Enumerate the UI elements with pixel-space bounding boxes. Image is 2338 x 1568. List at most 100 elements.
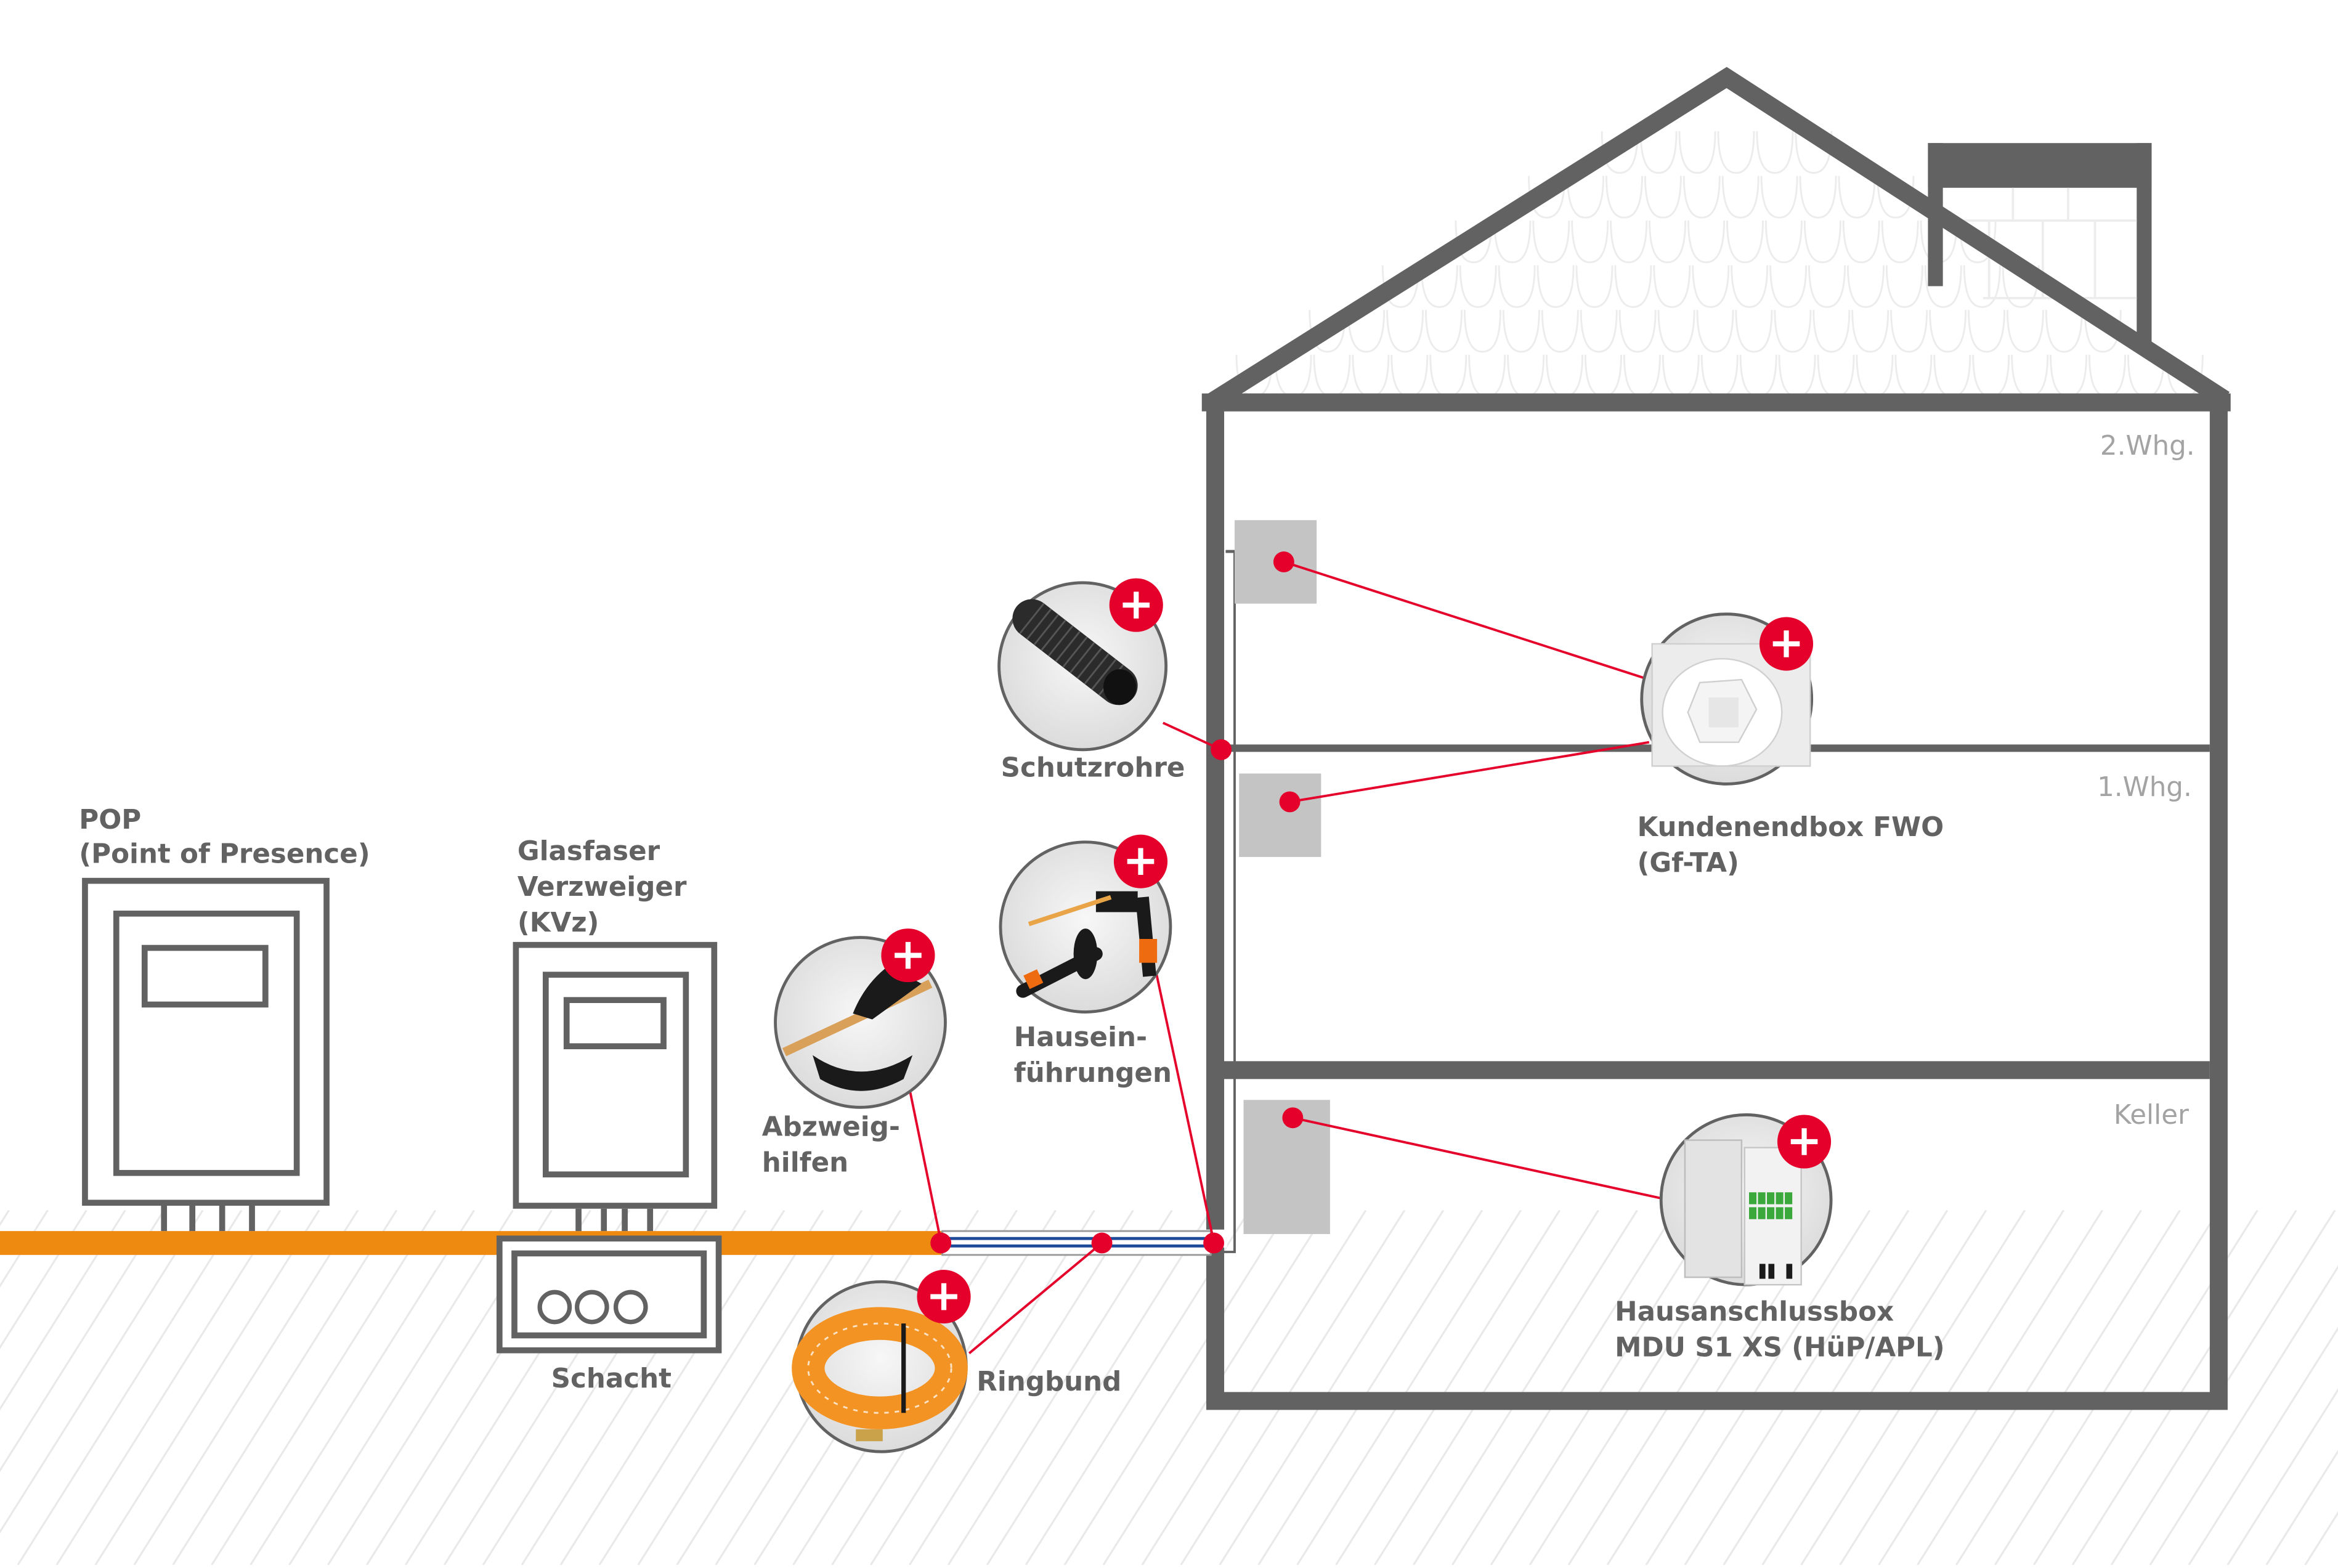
hatch-line [2304, 1511, 2338, 1565]
hatch-line [94, 1210, 320, 1565]
product-label-kundenendbox-line2: (Gf-TA) [1637, 848, 1739, 879]
plus-icon [1772, 630, 1800, 657]
hatch-line [559, 1210, 785, 1565]
hatch-line [2226, 1388, 2338, 1565]
plus-icon [1127, 848, 1155, 875]
house-entry-seal-icon [1016, 891, 1158, 998]
roof-tile [1678, 131, 1716, 174]
expand-schutzrohre-button[interactable] [1109, 578, 1163, 632]
roof-tile [1493, 221, 1532, 264]
pop-cabinet[interactable] [82, 877, 330, 1232]
roof-tile [1700, 354, 1739, 397]
hatch-line [1296, 1210, 1522, 1565]
roof-tile [1881, 221, 1919, 264]
roof-tile [1390, 354, 1429, 397]
hatch-line [1994, 1210, 2220, 1565]
roof-tile [1696, 310, 1734, 353]
hatch-line [1800, 1210, 2026, 1565]
expand-hauseinfuehrungen-button[interactable] [1113, 834, 1168, 888]
hatch-line [1335, 1210, 1561, 1565]
schacht-label: Schacht [551, 1363, 672, 1394]
house-connection-box-icon [1684, 1139, 1802, 1286]
roof-tile [1580, 310, 1618, 353]
product-ringbund[interactable] [792, 1280, 968, 1453]
roof [1206, 67, 2230, 410]
hatch-line [1219, 1210, 1445, 1565]
roof-tile [1812, 310, 1851, 353]
hatch-line [1917, 1210, 2142, 1565]
hatch-line [598, 1210, 824, 1565]
room-label-basement: Keller [2114, 1100, 2189, 1131]
product-label-hausanschlussbox-line1: Hausanschlussbox [1615, 1296, 1894, 1327]
conduit-ring [1062, 636, 1088, 668]
corrugated-conduit-icon [1012, 599, 1138, 705]
roof-tile [1605, 176, 1643, 219]
hatch-line [17, 1210, 243, 1565]
hatch-line [133, 1210, 359, 1565]
hatch-line [1257, 1210, 1484, 1565]
plus-icon [930, 1283, 957, 1310]
hatch-line [1180, 1210, 1406, 1565]
expand-hausanschlussbox-button[interactable] [1777, 1115, 1832, 1169]
hatch-line [637, 1210, 863, 1565]
product-label-schutzrohre: Schutzrohre [1001, 752, 1185, 783]
conduit-ring [1041, 620, 1066, 651]
kvz-cabinet[interactable] [513, 941, 718, 1232]
hatch-line [1413, 1210, 1638, 1565]
product-label-abzweighilfen-line2: hilfen [762, 1147, 848, 1178]
expand-abzweighilfen-button[interactable] [881, 928, 935, 983]
hatch-line [172, 1210, 398, 1565]
roof-tile [1653, 265, 1691, 308]
hatch-line [1141, 1210, 1367, 1565]
expand-kundenendbox-button[interactable] [1759, 617, 1814, 671]
roof-tile [1459, 265, 1497, 308]
pop-label-line1: POP [79, 805, 141, 835]
expand-ringbund-button[interactable] [917, 1270, 971, 1324]
roof-tile [1657, 310, 1695, 353]
ground-hatch [0, 1210, 2338, 1565]
roof-tile [1571, 221, 1609, 264]
roof-tile [1717, 131, 1755, 174]
conduit-ring [1026, 608, 1052, 640]
roof-tile [1687, 221, 1726, 264]
plus-icon [1122, 591, 1150, 619]
customer-end-box-icon [1651, 643, 1811, 767]
roof-tile [1567, 176, 1605, 219]
roof-tile [1532, 221, 1570, 264]
roof-tile [1662, 354, 1700, 397]
hatch-line [1955, 1210, 2181, 1565]
kvz-label-line3: (KVz) [518, 908, 599, 938]
hatch-line [1684, 1210, 1910, 1565]
roof-tile [1856, 354, 1894, 397]
roof-tile [1644, 176, 1682, 219]
roof-tile [1584, 354, 1622, 397]
roof-tile [1425, 310, 1463, 353]
roof-tile [1420, 265, 1458, 308]
roof-tile [1769, 265, 1808, 308]
hatch-line [0, 1210, 87, 1349]
roof-tile [1429, 354, 1467, 397]
product-label-hauseinfuehrungen-line2: führungen [1014, 1058, 1172, 1089]
callout-lines [904, 561, 1662, 1354]
hatch-line [288, 1210, 514, 1565]
roof-tile [1764, 221, 1803, 264]
roof-tile [1347, 310, 1386, 353]
hatch-line [1723, 1210, 1949, 1565]
schacht-manhole[interactable] [496, 1235, 722, 1354]
roof-tile [1726, 221, 1764, 264]
outlet-box-floor1[interactable] [1239, 773, 1321, 857]
roof-tile [1313, 354, 1351, 397]
roof-tile [1756, 131, 1794, 174]
roof-tile [1731, 265, 1769, 308]
roof-tile [1386, 310, 1424, 353]
roof-tile [1799, 176, 1837, 219]
house [1201, 67, 2231, 1410]
roof-tile [1924, 265, 1962, 308]
roof-tile [1817, 354, 1855, 397]
hatch-line [2071, 1210, 2297, 1565]
roof-tile [1610, 221, 1648, 264]
conduit-ring [1084, 653, 1110, 684]
hatch-line [909, 1210, 1134, 1565]
